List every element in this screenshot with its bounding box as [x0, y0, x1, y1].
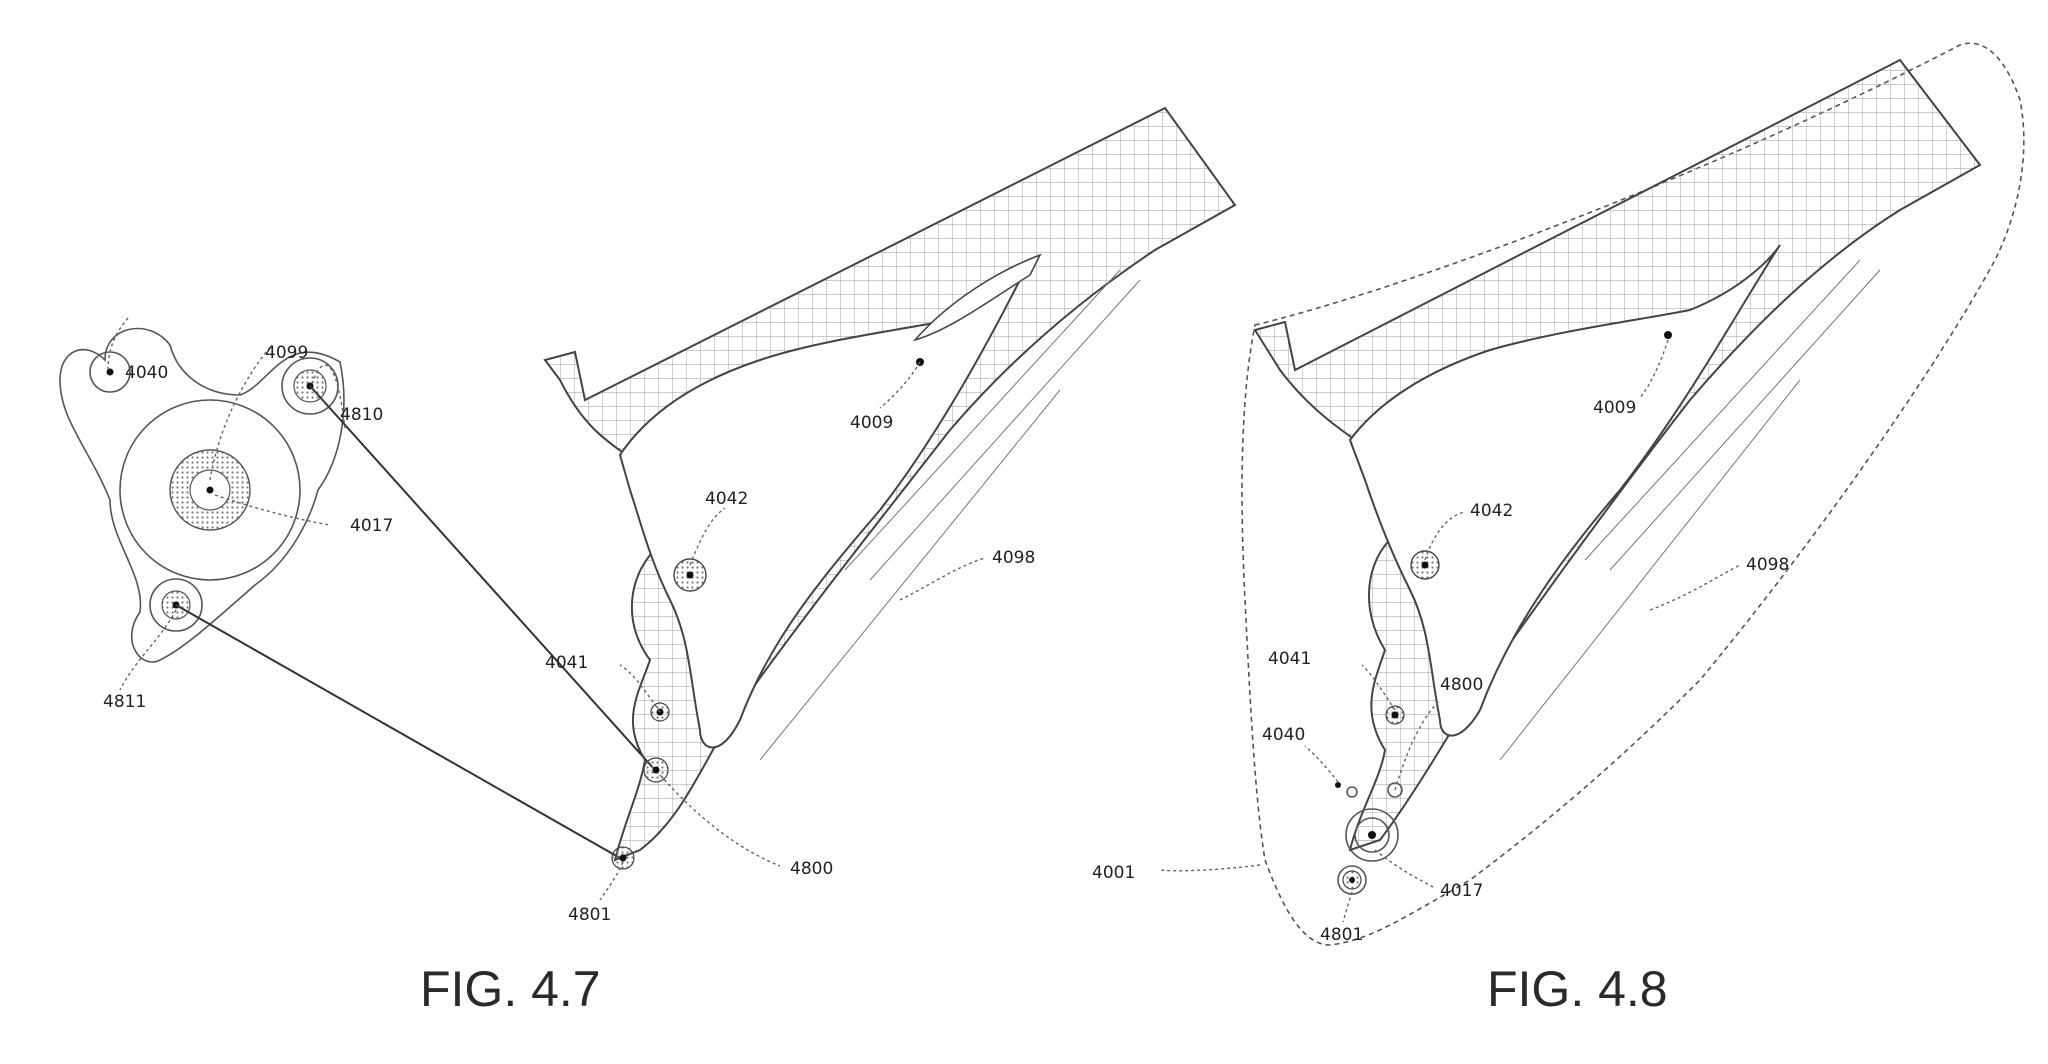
pivot-4017-fig48	[1345, 808, 1399, 862]
frame-4-7	[543, 106, 1237, 870]
label-4811: 4811	[103, 692, 146, 712]
label-4800: 4800	[790, 859, 833, 879]
label-4001: 4001	[1092, 863, 1135, 883]
link-hub-outline	[119, 399, 301, 581]
label-4042: 4042	[705, 489, 748, 509]
label-4042-fig48: 4042	[1470, 501, 1513, 521]
connector-4811-4801	[175, 604, 621, 859]
figure-4-8: 4009 4042 4098 4041 4800 4040 4001 4017 …	[1092, 42, 2025, 1017]
label-4017: 4017	[350, 516, 393, 536]
label-4810: 4810	[340, 405, 383, 425]
label-4009: 4009	[850, 413, 893, 433]
label-4801-fig48: 4801	[1320, 925, 1363, 945]
connector-4810-4800	[309, 385, 656, 771]
label-4800-fig48: 4800	[1440, 675, 1483, 695]
caption-fig-4-7: FIG. 4.7	[420, 961, 601, 1017]
label-4098-fig48: 4098	[1746, 555, 1789, 575]
figure-4-7: 4040 4099 4810 4017 4811 4009 4042 4098 …	[59, 106, 1237, 1017]
label-4041-fig48: 4041	[1268, 649, 1311, 669]
frame-4-8	[1253, 58, 1982, 895]
label-4801: 4801	[568, 905, 611, 925]
frame-opening	[618, 259, 1031, 749]
label-4009-fig48: 4009	[1593, 398, 1636, 418]
label-4040-fig48: 4040	[1262, 725, 1305, 745]
caption-fig-4-8: FIG. 4.8	[1487, 961, 1668, 1017]
link-plate	[59, 327, 345, 663]
label-4041: 4041	[545, 653, 588, 673]
label-4099: 4099	[265, 343, 308, 363]
label-4017-fig48: 4017	[1440, 881, 1483, 901]
outline-4001	[1241, 42, 2025, 946]
label-4098: 4098	[992, 548, 1035, 568]
label-4040: 4040	[125, 363, 168, 383]
